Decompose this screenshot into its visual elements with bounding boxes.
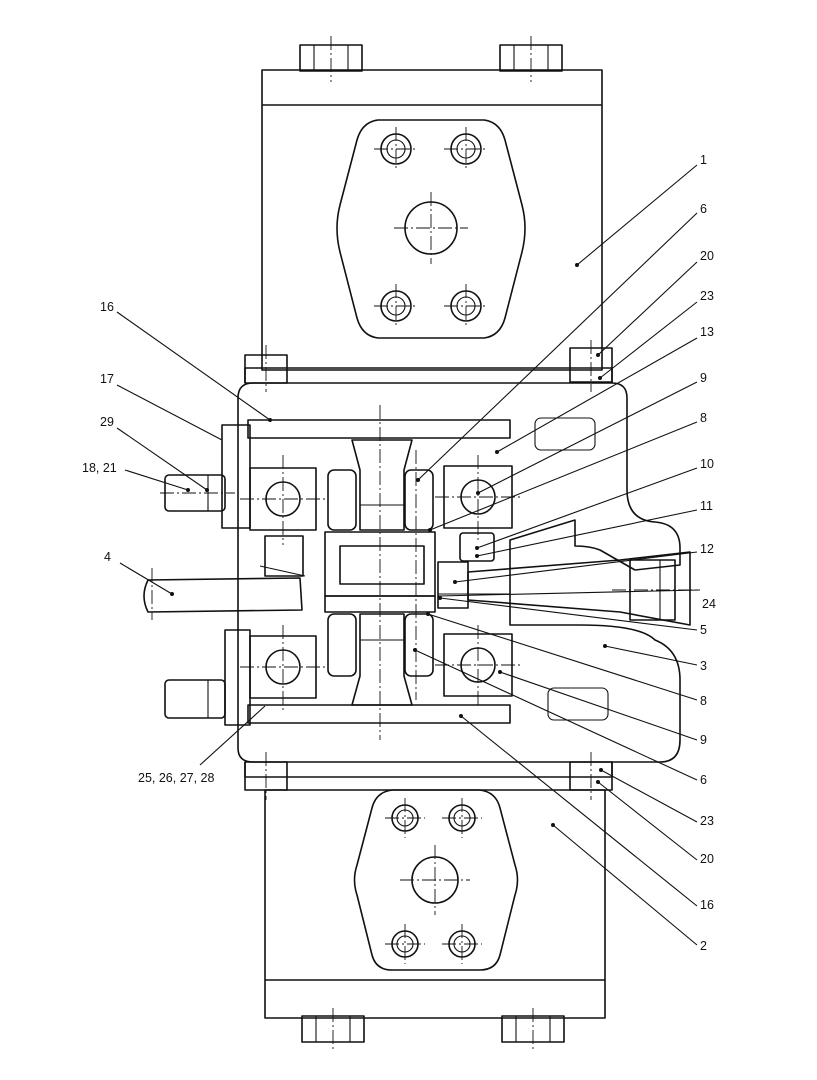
callout-6: 6 xyxy=(700,202,707,216)
callout-23: 23 xyxy=(700,289,714,303)
callout-6-lower: 6 xyxy=(700,773,707,787)
callout-20: 20 xyxy=(700,249,714,263)
callout-25-28: 25, 26, 27, 28 xyxy=(138,771,215,785)
callout-23-lower: 23 xyxy=(700,814,714,828)
callout-18-21: 18, 21 xyxy=(82,461,117,475)
callout-16: 16 xyxy=(100,300,114,314)
callout-17: 17 xyxy=(100,372,114,386)
top-pump-body xyxy=(261,36,603,371)
callout-12: 12 xyxy=(700,542,714,556)
callout-11: 11 xyxy=(700,499,713,513)
callout-13: 13 xyxy=(700,325,714,339)
callout-24: 24 xyxy=(702,597,716,611)
callout-9: 9 xyxy=(700,371,707,385)
callout-2: 2 xyxy=(700,939,707,953)
callout-3: 3 xyxy=(700,659,707,673)
callout-10: 10 xyxy=(700,457,714,471)
bearings-gears xyxy=(240,405,522,740)
callout-8: 8 xyxy=(700,411,707,425)
callout-9-lower: 9 xyxy=(700,733,707,747)
callout-20-lower: 20 xyxy=(700,852,714,866)
shafts xyxy=(143,551,701,626)
bottom-pump-body xyxy=(264,789,606,1052)
leader-lines xyxy=(116,164,698,946)
callout-4: 4 xyxy=(104,550,111,564)
callout-5: 5 xyxy=(700,623,707,637)
callout-labels: 1 6 20 23 13 9 8 10 11 12 24 5 3 8 9 6 2… xyxy=(82,153,716,953)
callout-29: 29 xyxy=(100,415,114,429)
callout-1: 1 xyxy=(700,153,707,167)
callout-8-lower: 8 xyxy=(700,694,707,708)
callout-16-lower: 16 xyxy=(700,898,714,912)
